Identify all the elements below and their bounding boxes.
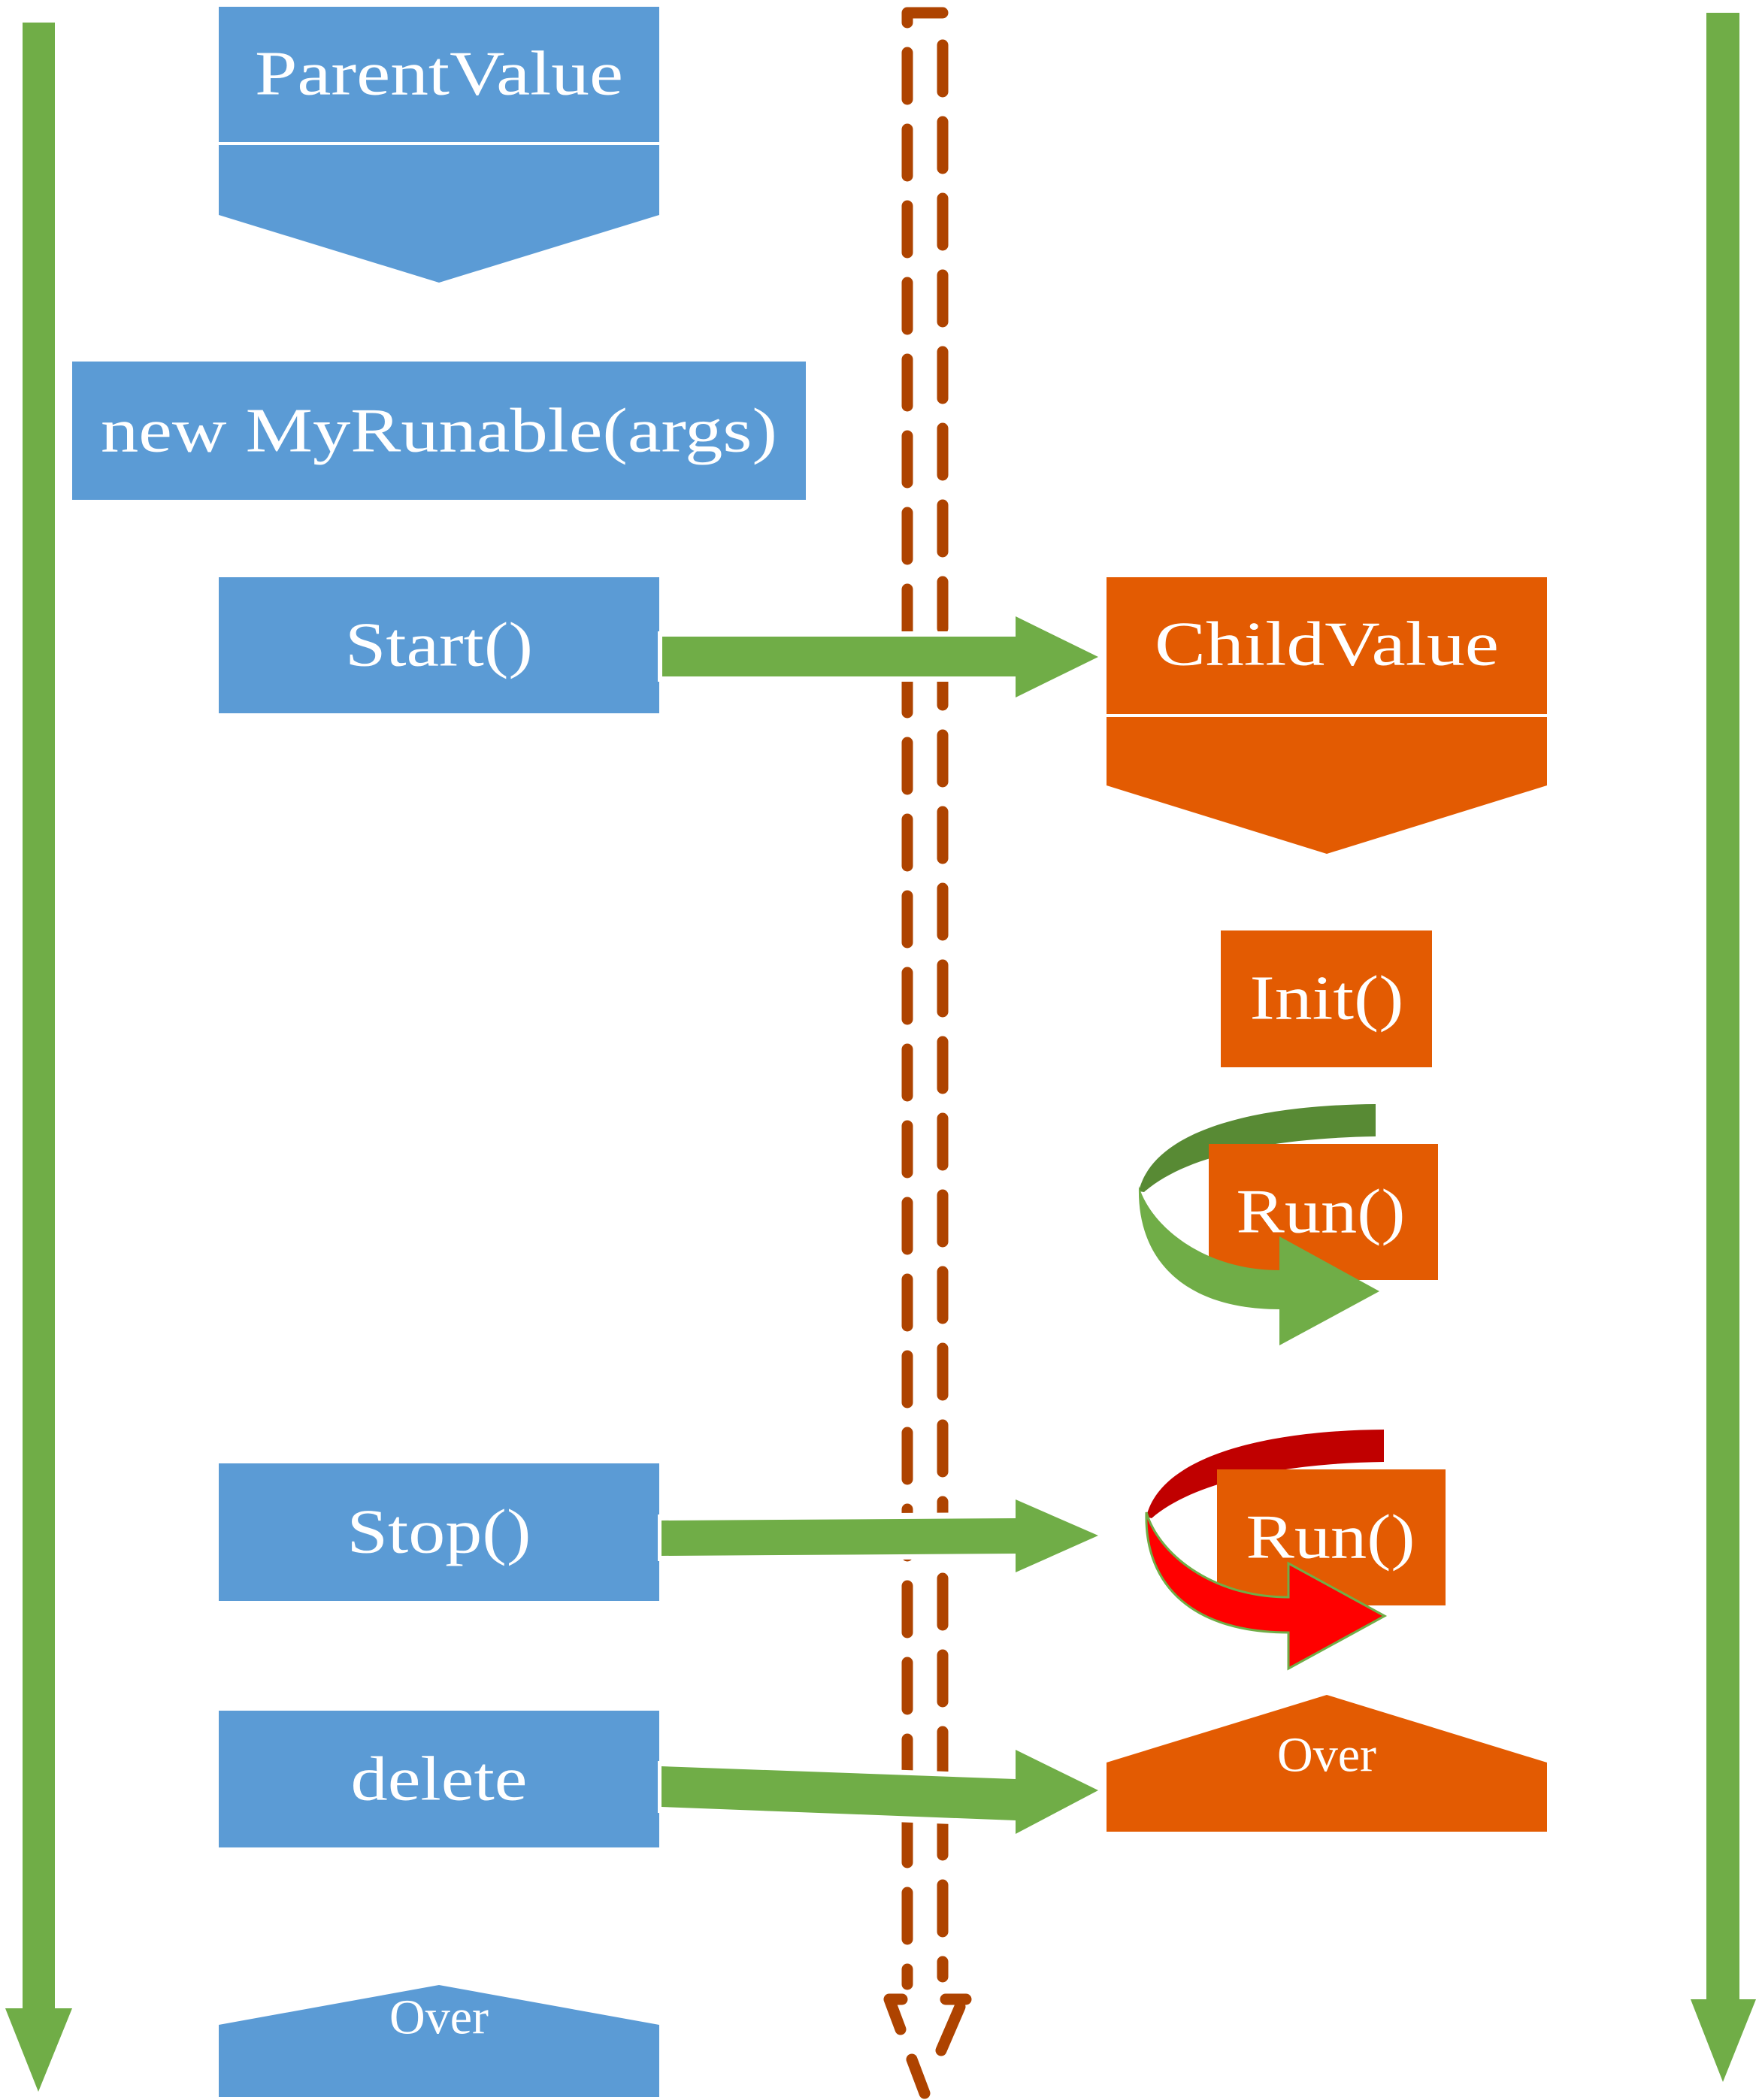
start-message-arrow <box>658 610 1109 704</box>
child-header-label: ChildValue <box>1155 610 1499 679</box>
parent-timeline-arrow <box>5 23 72 2092</box>
run-stopping-block: Run() <box>1145 1430 1446 1671</box>
parent-header-label: ParentValue <box>255 39 623 109</box>
loop-arrow-back-band <box>1139 1104 1376 1192</box>
parent-end-label: Over <box>389 1990 489 2045</box>
divider-arrow-tip <box>883 1993 972 2099</box>
constructor-block: new MyRunable(args) <box>72 362 806 500</box>
child-timeline-arrow <box>1691 13 1756 2082</box>
run-loop-block: Run() <box>1138 1104 1438 1345</box>
stop-arrow-icon <box>1145 1511 1388 1671</box>
run-loop-label: Run() <box>1237 1177 1406 1247</box>
delete-label: delete <box>351 1744 528 1814</box>
delete-message-arrow <box>658 1744 1109 1839</box>
stop-block: Stop() <box>219 1463 659 1601</box>
thread-boundary-divider <box>883 7 972 2099</box>
loop-arrow-icon <box>1138 1186 1379 1345</box>
stop-message-arrow <box>658 1493 1109 1578</box>
divider-top-cap <box>901 7 949 29</box>
stop-arrow-back-band <box>1146 1430 1384 1518</box>
stop-label: Stop() <box>347 1497 531 1567</box>
init-label: Init() <box>1250 964 1404 1033</box>
child-end-label: Over <box>1277 1728 1376 1783</box>
constructor-label: new MyRunable(args) <box>101 396 777 466</box>
delete-block: delete <box>219 1711 659 1847</box>
start-block: Start() <box>219 577 659 713</box>
child-header-shape: ChildValue <box>1107 577 1547 854</box>
parent-header-shape: ParentValue <box>219 7 659 283</box>
child-end-shape: Over <box>1107 1695 1547 1832</box>
run-stopping-label: Run() <box>1246 1502 1415 1572</box>
init-block: Init() <box>1221 930 1432 1067</box>
parent-end-shape: Over <box>219 1985 659 2097</box>
start-label: Start() <box>345 610 533 680</box>
